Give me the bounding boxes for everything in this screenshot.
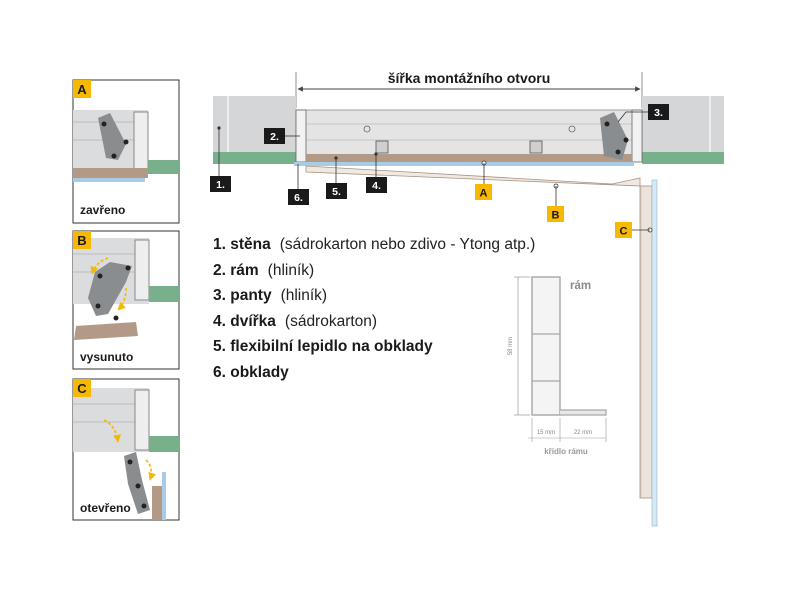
profile-detail: 58 mm rám 15 mm 22 mm křídlo rámu	[508, 276, 607, 456]
dim-15: 15 mm	[537, 430, 555, 436]
callout-adhesive: 5.	[332, 186, 341, 198]
state-panel-closed: A zavřeno	[72, 79, 180, 224]
dim-22: 22 mm	[574, 430, 592, 436]
main-section: šířka montážního otvoru	[210, 70, 724, 527]
height-dimension: 58 mm	[508, 337, 514, 355]
state-label: zavřeno	[80, 203, 125, 217]
legend-item: 3. panty(hliník)	[213, 287, 328, 304]
legend-item: 1. stěna(sádrokarton nebo zdivo - Ytong …	[213, 236, 536, 253]
profile-label: rám	[570, 280, 591, 292]
badge-letter: B	[77, 233, 86, 248]
badge-letter: C	[77, 381, 87, 396]
badge-letter: A	[77, 82, 87, 97]
state-label: otevřeno	[80, 501, 131, 515]
marker-a: A	[480, 188, 488, 200]
callout-door: 4.	[372, 180, 381, 192]
profile-caption: křídlo rámu	[544, 447, 588, 456]
marker-b: B	[552, 210, 560, 222]
opened-tile	[651, 179, 658, 527]
state-panel-open: C otevřeno	[72, 378, 180, 521]
state-label: vysunuto	[80, 350, 133, 364]
legend-item: 5. flexibilní lepidlo na obklady	[213, 338, 433, 355]
badge-b	[73, 231, 91, 249]
opened-door	[639, 185, 653, 499]
callout-wall: 1.	[216, 179, 225, 191]
door-panel	[306, 154, 632, 162]
legend: 1. stěna(sádrokarton nebo zdivo - Ytong …	[213, 236, 535, 389]
badge-a	[73, 80, 91, 98]
swung-door	[305, 165, 641, 187]
callout-frame: 2.	[270, 131, 279, 143]
marker-c: C	[620, 226, 628, 238]
callout-tiles: 6.	[294, 192, 303, 204]
state-panel-extended: B vysunuto	[72, 230, 180, 370]
width-label: šířka montážního otvoru	[388, 70, 551, 86]
legend-item: 4. dvířka(sádrokarton)	[213, 312, 378, 330]
legend-item: 2. rám(hliník)	[213, 261, 315, 279]
badge-c	[73, 379, 91, 397]
legend-item: 6. obklady	[213, 363, 289, 381]
callout-hinge: 3.	[654, 107, 663, 119]
frame	[295, 109, 643, 161]
tile-strip	[294, 162, 634, 166]
